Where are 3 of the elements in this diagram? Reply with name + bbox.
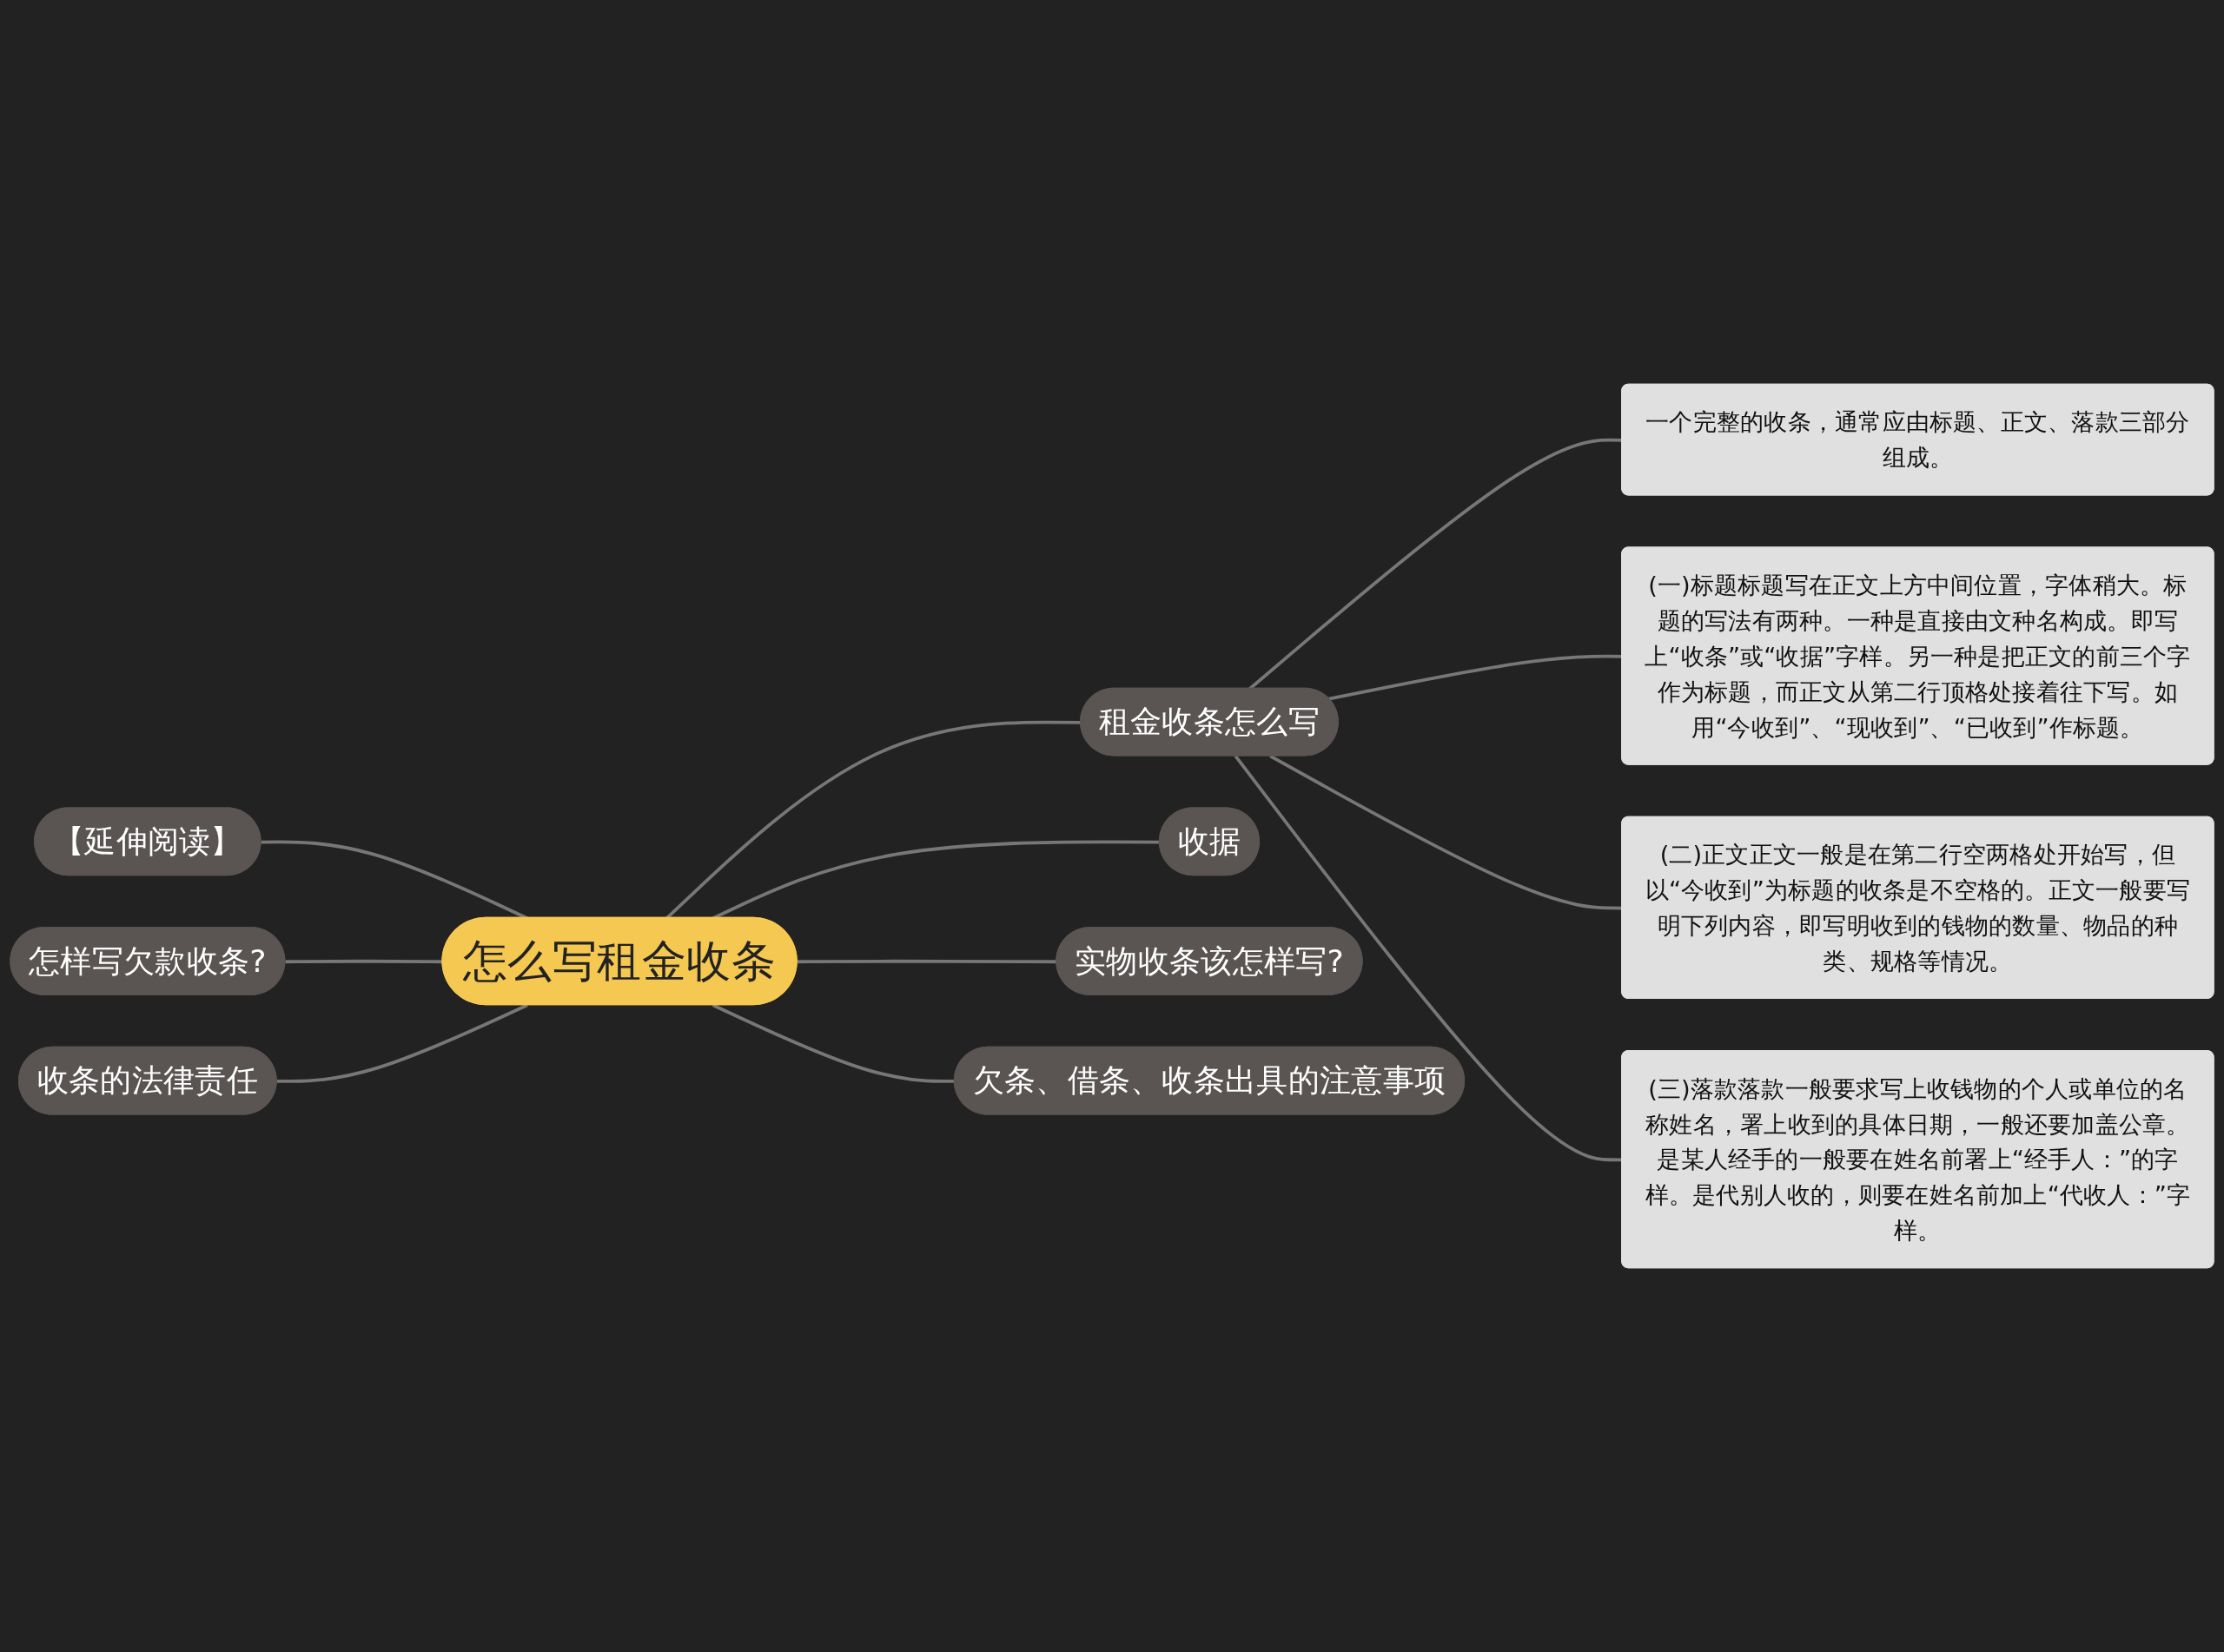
connector <box>797 959 1057 964</box>
connector <box>276 1003 528 1083</box>
connector <box>285 959 443 964</box>
